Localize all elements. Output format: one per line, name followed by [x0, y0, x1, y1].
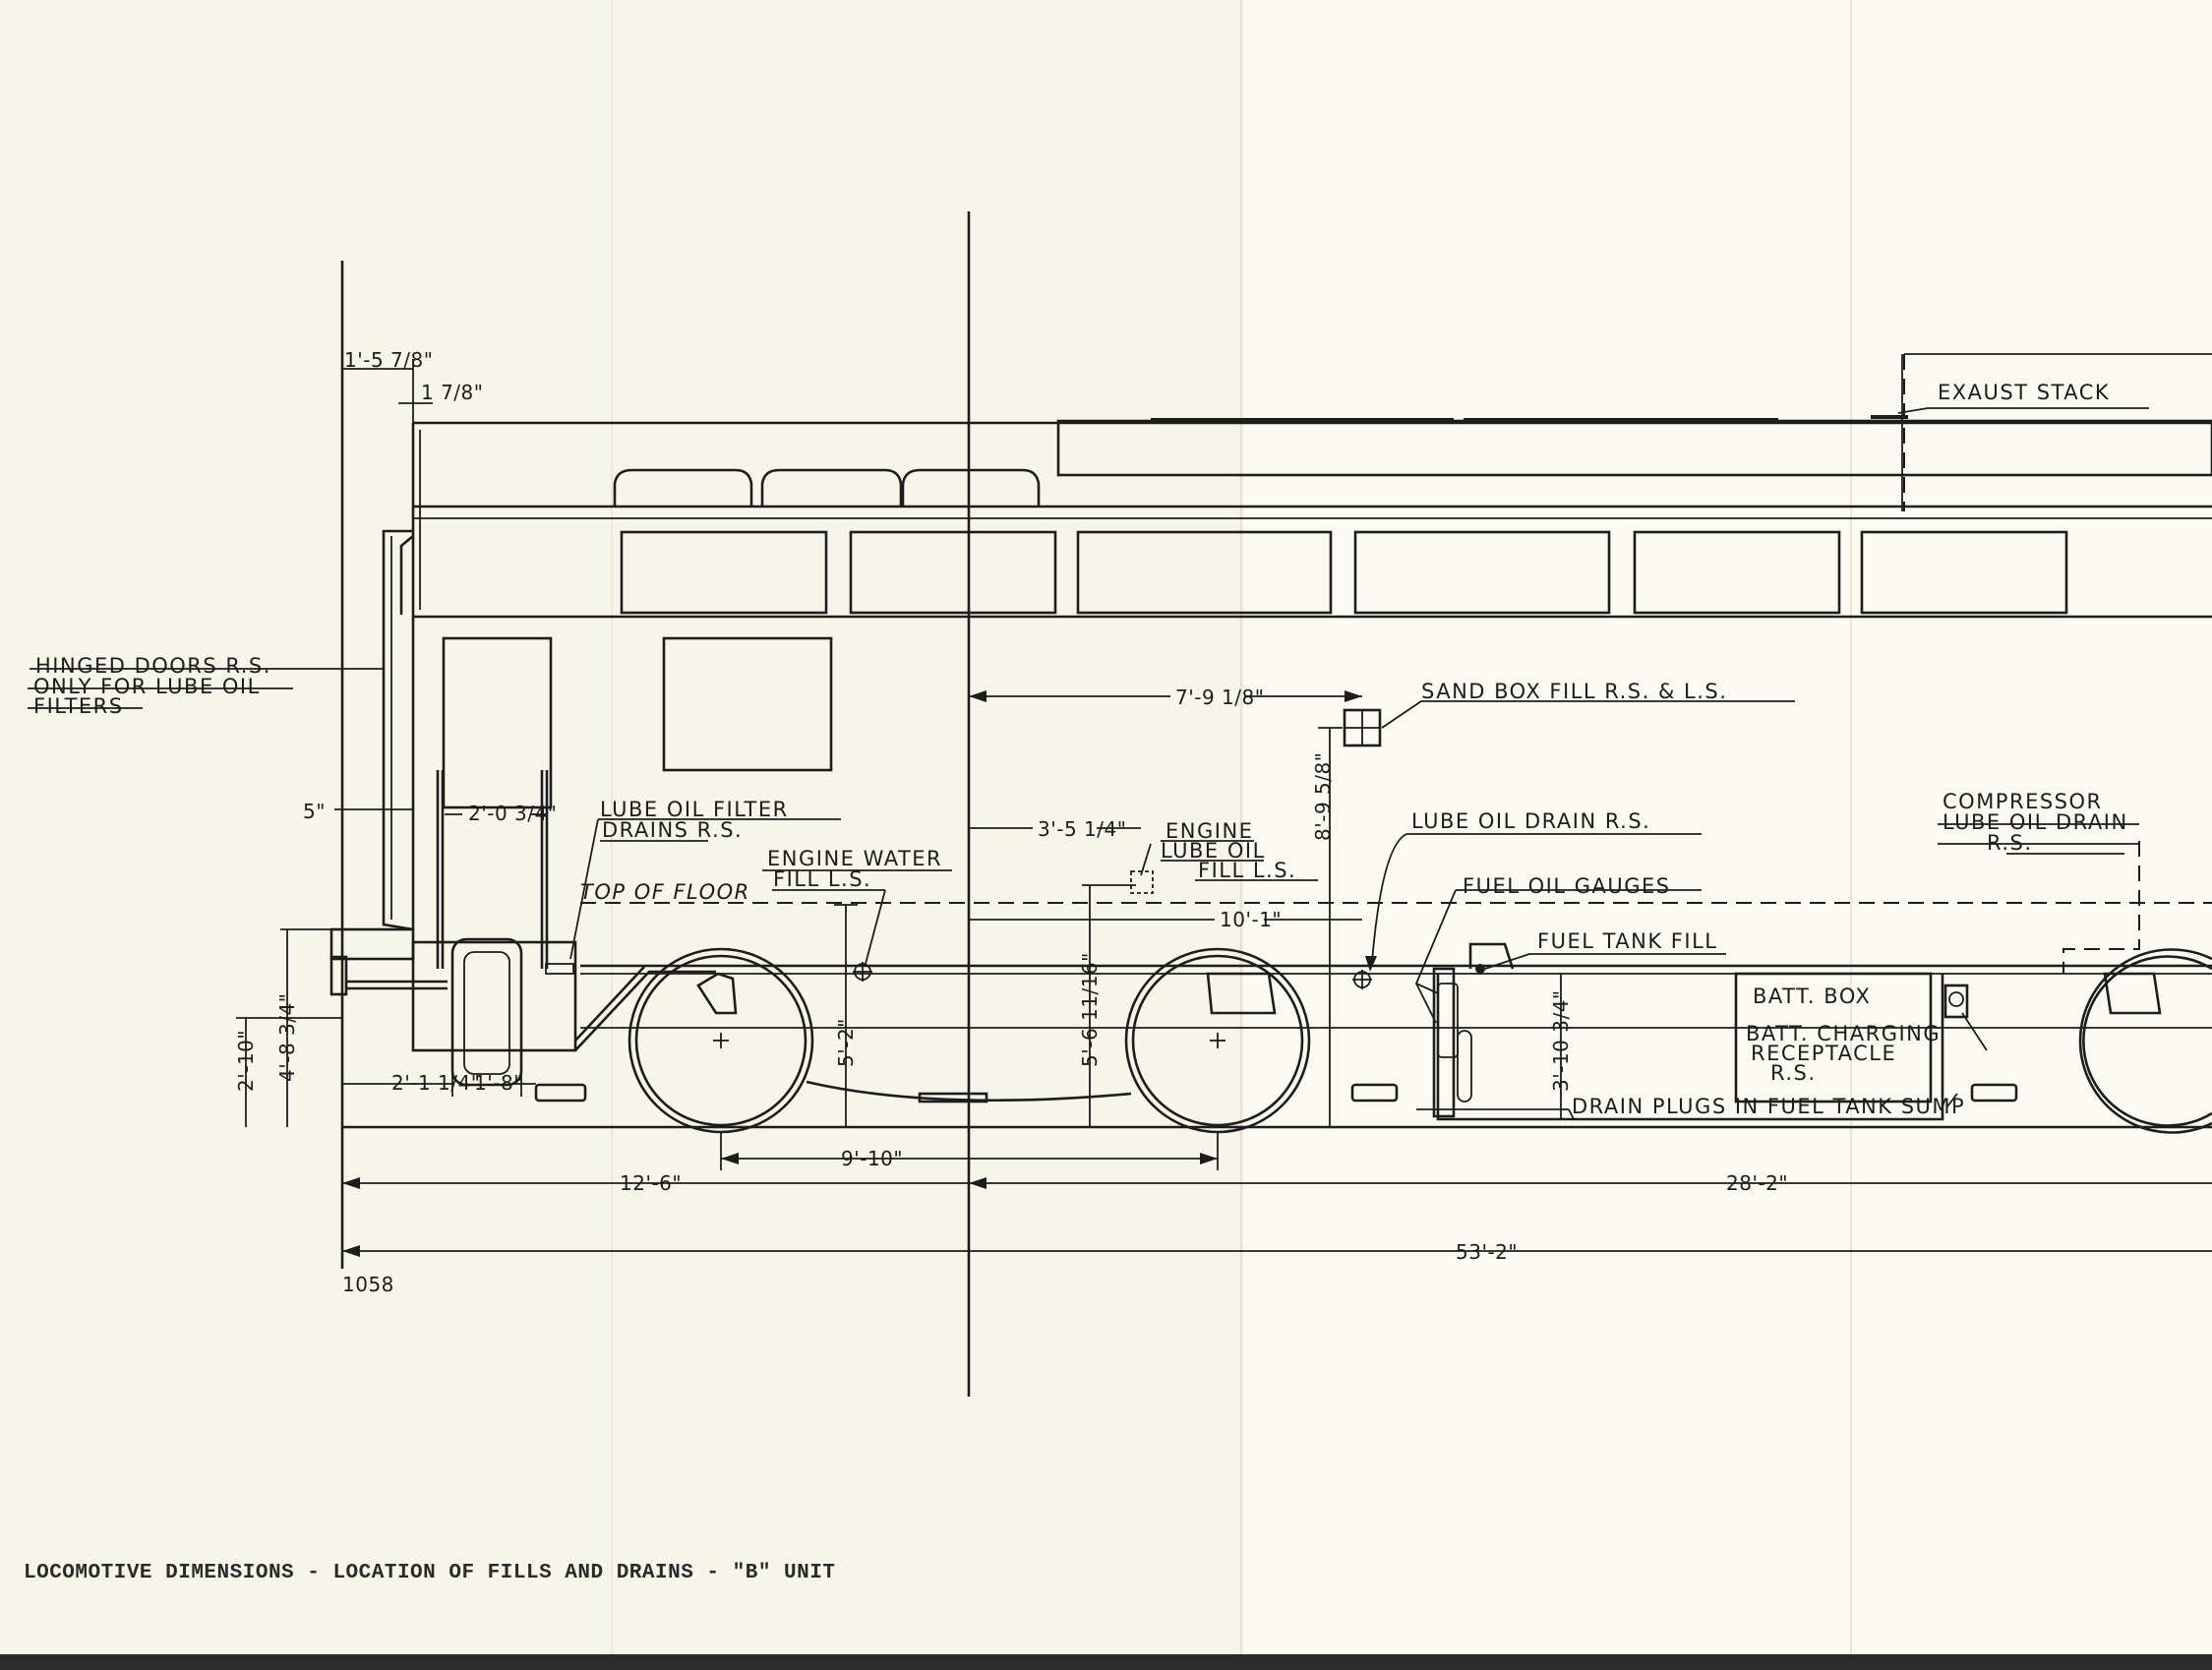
dim-9-10: 9'-10" [841, 1147, 903, 1170]
engine-water-label: ENGINE WATER [767, 847, 942, 870]
leader-lines [28, 407, 2149, 1120]
dimension-labels: 1'-5 7/8" 1 7/8" 5" 2'-0 3/4" 7'-9 1/8" … [234, 348, 1788, 1264]
batt-box-label: BATT. BOX [1753, 984, 1871, 1008]
dim-28-2: 28'-2" [1726, 1171, 1788, 1195]
lube-filter-label: LUBE OIL FILTER [600, 798, 789, 821]
dim-12-6: 12'-6" [620, 1171, 682, 1195]
drain-plugs-label: DRAIN PLUGS IN FUEL TANK SUMP [1572, 1095, 1965, 1118]
rear-wheel [2078, 948, 2212, 1134]
hinged-doors-label: HINGED DOORS R.S. [35, 654, 271, 678]
dim-3-5-1-4: 3'-5 1/4" [1038, 817, 1126, 841]
batt-charging-label: BATT. CHARGING [1746, 1022, 1941, 1045]
engine-lube-label-2: LUBE OIL [1161, 839, 1266, 863]
dim-1-7-8: 1 7/8" [421, 381, 483, 404]
dim-7-9-1-8: 7'-9 1/8" [1175, 686, 1264, 709]
fuel-tank-fill-label: FUEL TANK FILL [1537, 929, 1717, 953]
dim-5: 5" [303, 800, 326, 823]
dim-1-8: 1'-8" [474, 1071, 523, 1095]
sand-box-label: SAND BOX FILL R.S. & L.S. [1421, 680, 1727, 703]
dim-5-2: 5'-2" [834, 1018, 858, 1067]
engine-water-label-2: FILL L.S. [773, 867, 871, 891]
top-of-floor-label: TOP OF FLOOR [580, 880, 750, 904]
lube-drain-label: LUBE OIL DRAIN R.S. [1411, 809, 1650, 833]
hinged-doors-label-3: FILTERS [33, 694, 124, 718]
dim-10-1: 10'-1" [1220, 908, 1282, 931]
fuel-gauges-label: FUEL OIL GAUGES [1463, 874, 1671, 898]
dimension-lines [236, 211, 2212, 1397]
batt-charging-label-2: RECEPTACLE [1751, 1042, 1896, 1065]
exhaust-stack-label: EXAUST STACK [1938, 381, 2110, 404]
drawing-number: 1058 [342, 1273, 394, 1296]
batt-charging-label-3: R.S. [1770, 1061, 1817, 1085]
dim-2-1-1-4: 2'-1 1/4" [391, 1071, 480, 1095]
compressor-label: COMPRESSOR [1943, 790, 2103, 813]
lube-filter-label-2: DRAINS R.S. [602, 818, 743, 842]
callout-labels: HINGED DOORS R.S. ONLY FOR LUBE OIL FILT… [33, 381, 2128, 1118]
dim-8-9-5-8: 8'-9 5/8" [1311, 752, 1335, 841]
locomotive-body [329, 353, 2212, 1121]
dim-53-2: 53'-2" [1456, 1240, 1518, 1264]
dim-3-10-3-4: 3'-10 3/4" [1549, 989, 1573, 1092]
dim-2-0-3-4: 2'-0 3/4" [468, 802, 557, 825]
engine-lube-label-3: FILL L.S. [1198, 859, 1296, 882]
compressor-label-3: R.S. [1987, 831, 2033, 855]
compressor-label-2: LUBE OIL DRAIN [1943, 810, 2128, 834]
drawing-caption: LOCOMOTIVE DIMENSIONS - LOCATION OF FILL… [24, 1562, 835, 1584]
dim-5-6-11-16: 5'-6 11/16" [1078, 952, 1102, 1067]
dim-1-5-7-8: 1'-5 7/8" [344, 348, 433, 372]
dim-4-8-3-4: 4'-8 3/4" [275, 993, 299, 1082]
hinged-doors-label-2: ONLY FOR LUBE OIL [33, 675, 261, 698]
dim-2-10: 2'-10" [234, 1030, 258, 1092]
engine-lube-label: ENGINE [1166, 819, 1253, 843]
